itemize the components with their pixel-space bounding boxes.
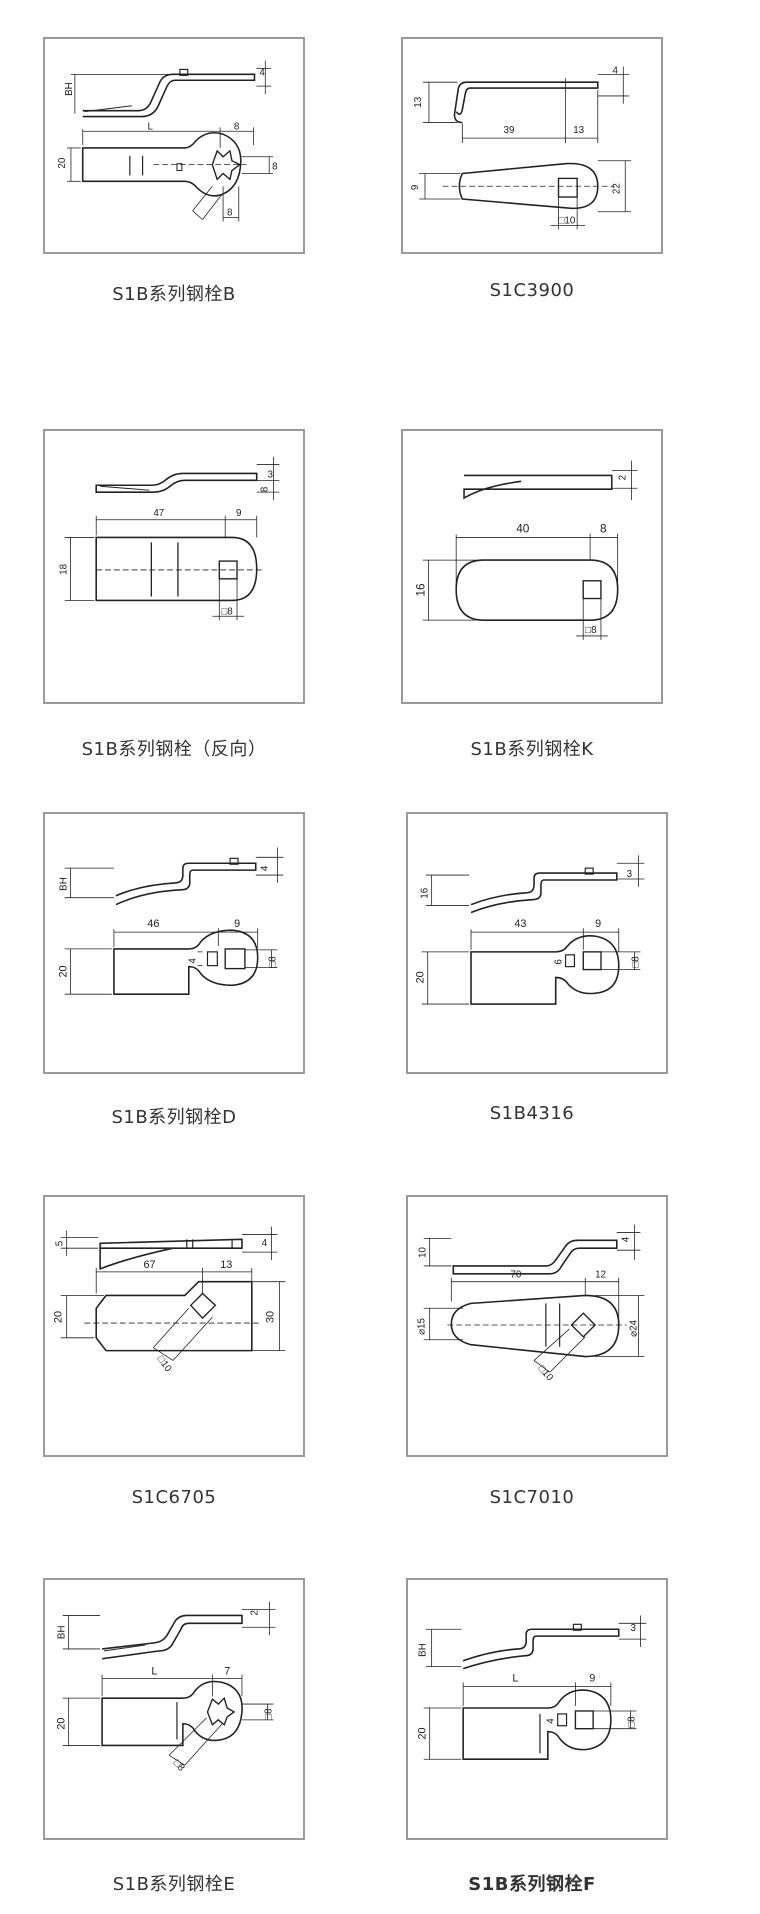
caption-part-9: S1B系列钢栓E (112, 1874, 236, 1895)
drawing-frame-1: BH 4 L 8 20 8 8 (43, 37, 305, 254)
drawing-frame-10: BH 3 L 9 20 4 □8 (406, 1578, 668, 1840)
dim-length: 46 (147, 918, 159, 930)
dim-width-2: 30 (264, 1311, 276, 1323)
technical-drawing-6: 16 3 43 9 20 6 □8 (415, 855, 645, 1005)
dim-height: 10 (418, 1247, 429, 1258)
dim-thickness: 3 (627, 869, 633, 880)
dim-head: 8 (600, 522, 607, 536)
technical-drawing-8: 10 4 70 12 ⌀15 ⌀24 □10 (417, 1224, 645, 1384)
drawing-frame-6: 16 3 43 9 20 6 □8 (406, 812, 668, 1074)
drawing-frame-4: 2 40 8 16 □8 (401, 429, 663, 704)
dim-height: 16 (420, 887, 431, 898)
dim-width: 16 (414, 583, 428, 597)
dim-thickness: 4 (621, 1236, 632, 1242)
dim-square: □8 (585, 625, 597, 636)
dim-square: □8 (626, 1716, 637, 1728)
dim-width-2: 22 (611, 183, 622, 194)
dim-width: 20 (415, 971, 427, 983)
dim-length-1: 39 (504, 125, 515, 136)
dim-width-1: 20 (53, 1311, 65, 1323)
caption-part-3: S1B系列钢栓（反向） (81, 739, 267, 760)
dim-head: 7 (224, 1666, 230, 1678)
dim-square: □8 (630, 956, 641, 968)
dim-length: 40 (516, 522, 530, 536)
dim-width: 18 (59, 563, 70, 574)
drawing-frame-3: 3 8 47 9 18 □8 (43, 429, 305, 704)
drawing-frame-2: 13 4 39 13 9 22 □10 (401, 37, 663, 254)
technical-drawing-1: BH 4 L 8 20 8 8 (57, 60, 278, 222)
caption-part-7: S1C6705 (131, 1487, 217, 1508)
caption-part-10: S1B系列钢栓F (468, 1874, 596, 1895)
caption-part-4: S1B系列钢栓K (470, 739, 594, 760)
dim-width-1: ⌀15 (417, 1317, 428, 1334)
dim-bh: BH (57, 1625, 68, 1639)
dim-head: 12 (595, 1270, 606, 1281)
dim-square: □8 (221, 606, 233, 617)
dim-thickness: 4 (260, 865, 271, 871)
technical-drawing-2: 13 4 39 13 9 22 □10 (410, 65, 632, 230)
dim-diameter: 8 (227, 208, 233, 219)
caption-part-1: S1B系列钢栓B (112, 284, 236, 305)
technical-drawing-7: 5 4 67 13 20 30 □10 (53, 1226, 286, 1375)
dim-head: 9 (589, 1672, 595, 1684)
dim-length: 47 (153, 508, 164, 519)
dim-width: 20 (417, 1727, 429, 1739)
dim-slot: □8 (263, 1708, 274, 1720)
technical-drawing-5: BH 4 46 9 20 4 □8 (58, 847, 284, 995)
dim-head: 9 (595, 918, 601, 930)
dim-bh: BH (64, 82, 75, 96)
caption-part-2: S1C3900 (489, 280, 575, 301)
technical-drawing-3: 3 8 47 9 18 □8 (59, 456, 280, 621)
caption-part-5: S1B系列钢栓D (111, 1107, 237, 1128)
drawing-frame-5: BH 4 46 9 20 4 □8 (43, 812, 305, 1074)
technical-drawing-10: BH 3 L 9 20 4 □8 (417, 1615, 647, 1761)
dim-width: 20 (57, 157, 68, 168)
technical-drawing-9: BH 2 L 7 20 □8 □8 (56, 1601, 276, 1774)
dim-length: L (151, 1666, 157, 1678)
dim-square: □8 (171, 1758, 187, 1774)
dim-square: □10 (536, 1363, 556, 1383)
dim-slot: 6 (554, 959, 565, 965)
dim-bh: BH (418, 1643, 429, 1657)
dim-bh: BH (59, 877, 70, 891)
caption-part-8: S1C7010 (489, 1487, 575, 1508)
dim-length: L (512, 1672, 518, 1684)
dim-thickness: 2 (618, 475, 629, 480)
dim-thickness: 3 (268, 469, 274, 480)
dim-height: 5 (55, 1240, 66, 1246)
drawing-frame-9: BH 2 L 7 20 □8 □8 (43, 1578, 305, 1840)
dim-width: 20 (58, 965, 70, 977)
dim-head: 9 (236, 508, 241, 519)
dim-width-1: 9 (410, 185, 421, 190)
dim-height: 13 (413, 96, 424, 107)
dim-length: 67 (143, 1259, 155, 1271)
dim-length: L (147, 121, 153, 132)
drawing-frame-7: 5 4 67 13 20 30 □10 (43, 1195, 305, 1457)
dim-square: □10 (155, 1354, 174, 1375)
dim-width-2: ⌀24 (628, 1319, 639, 1336)
dim-thickness: 2 (250, 1610, 261, 1615)
dim-head: 8 (234, 121, 240, 132)
dim-slot: 4 (546, 1718, 557, 1724)
dim-slot: 8 (272, 162, 278, 173)
dim-thickness: 3 (631, 1623, 637, 1634)
dim-square: □10 (559, 216, 576, 227)
dim-length-2: 13 (573, 125, 584, 136)
dim-length: 43 (514, 918, 526, 930)
drawing-frame-8: 10 4 70 12 ⌀15 ⌀24 □10 (406, 1195, 668, 1457)
dim-height: 8 (260, 486, 271, 492)
technical-drawing-4: 2 40 8 16 □8 (414, 460, 638, 640)
dim-thickness: 4 (612, 65, 618, 76)
dim-length: 70 (510, 1270, 521, 1281)
dim-head: 13 (220, 1259, 232, 1271)
dim-slot: 4 (188, 958, 199, 964)
dim-thickness: 4 (262, 1238, 268, 1249)
dim-square: □8 (267, 956, 278, 968)
dim-thickness: 4 (259, 67, 265, 78)
dim-head: 9 (234, 918, 240, 930)
caption-part-6: S1B4316 (489, 1103, 575, 1124)
dim-width: 20 (56, 1718, 68, 1730)
